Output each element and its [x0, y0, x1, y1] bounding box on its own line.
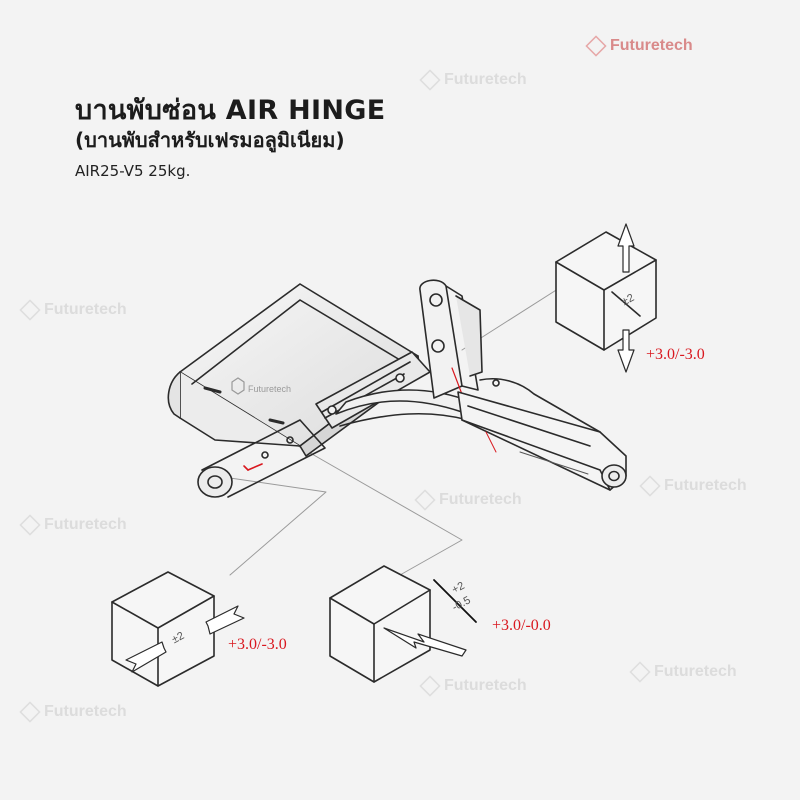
- page-subtitle: (บานพับสำหรับเฟรมอลูมิเนียม): [75, 128, 345, 152]
- watermark-4: Futuretech: [414, 489, 522, 511]
- mounting-plate: [419, 279, 483, 411]
- watermark-text: Futuretech: [44, 301, 127, 318]
- watermark-text: Futuretech: [444, 677, 527, 694]
- watermark-text: Futuretech: [610, 37, 693, 54]
- watermark-5: Futuretech: [19, 514, 127, 536]
- lateral-adjust-cube: [111, 571, 245, 687]
- lateral-tolerance: +3.0/-3.0: [228, 636, 287, 653]
- hinge-arm: [457, 378, 627, 491]
- watermark-text: Futuretech: [654, 663, 737, 680]
- watermark-text: Futuretech: [664, 477, 747, 494]
- depth-adjust-cube: [329, 565, 477, 683]
- frame-logo-text: Futuretech: [248, 384, 292, 394]
- watermark-8: Futuretech: [19, 701, 127, 723]
- watermark-text: Futuretech: [44, 516, 127, 533]
- watermark-text: Futuretech: [444, 71, 527, 88]
- model-spec: AIR25-V5 25kg.: [75, 162, 191, 180]
- frame-logo: [231, 377, 245, 395]
- watermark-1: Futuretech: [419, 69, 527, 91]
- watermark-text: Futuretech: [439, 491, 522, 508]
- vertical-adjust-cube: [555, 223, 657, 373]
- vertical-tolerance: +3.0/-3.0: [646, 346, 705, 363]
- page-title: บานพับซ่อน AIR HINGE: [75, 95, 386, 126]
- depth-tolerance: +3.0/-0.0: [492, 617, 551, 634]
- watermark-2: Futuretech: [19, 299, 127, 321]
- watermark-7: Futuretech: [419, 675, 527, 697]
- watermark-logo-top-right: Futuretech: [585, 35, 693, 57]
- watermark-3: Futuretech: [639, 475, 747, 497]
- watermark-6: Futuretech: [629, 661, 737, 683]
- watermark-text: Futuretech: [44, 703, 127, 720]
